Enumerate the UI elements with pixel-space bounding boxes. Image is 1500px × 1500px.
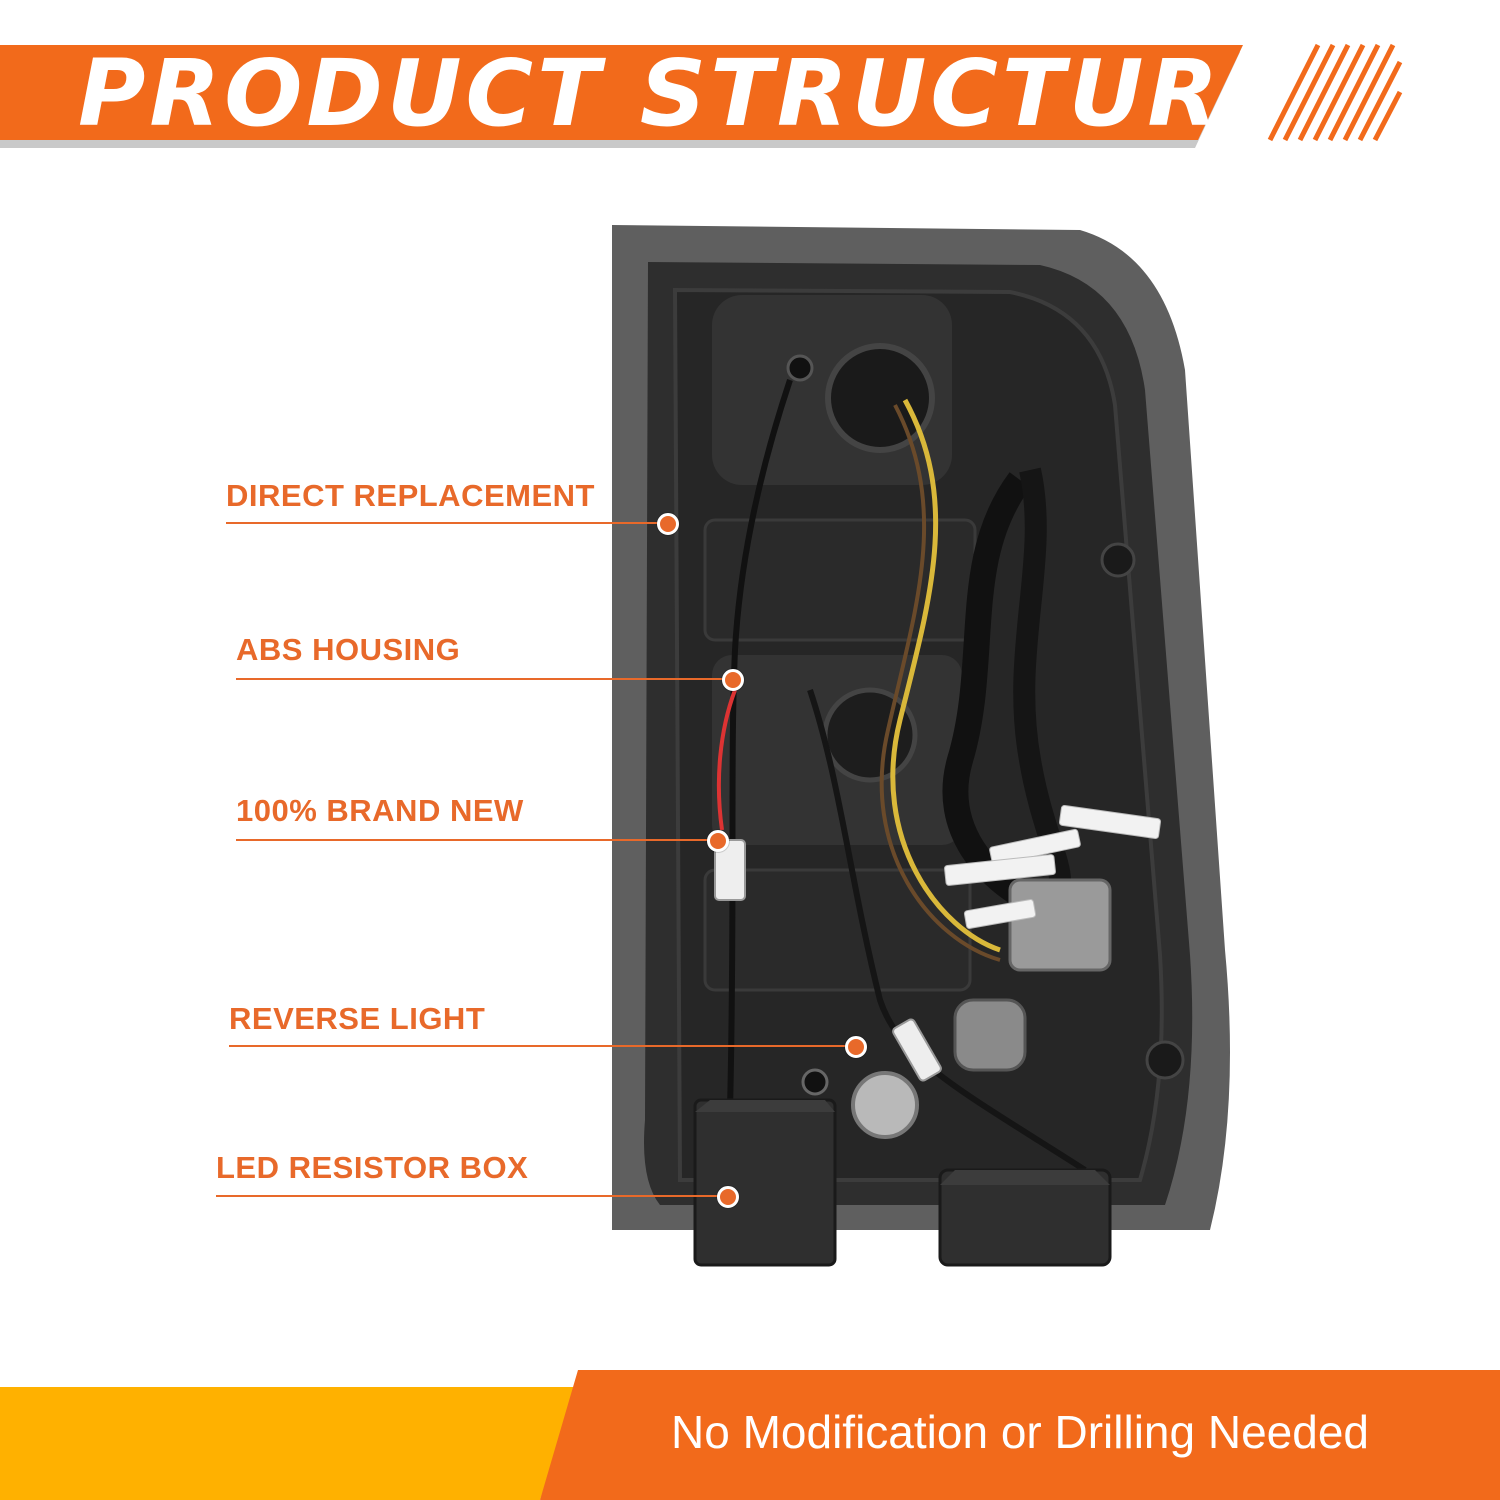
- clip-lower: [1145, 1040, 1185, 1080]
- footer-tagline: No Modification or Drilling Needed: [671, 1406, 1369, 1458]
- wire-yellow: [890, 398, 1001, 953]
- footer-yellow-band: [0, 1387, 578, 1500]
- wire-brown: [879, 404, 1001, 962]
- upper-screw: [786, 354, 814, 382]
- page-title: PRODUCT STRUCTURE: [78, 40, 1290, 147]
- wire-red: [716, 689, 737, 831]
- resistor-box-left: [693, 1098, 837, 1267]
- resistor-box-right-top: [940, 1170, 1110, 1185]
- callout-line-abs-housing: [236, 678, 731, 680]
- callout-dot-led-resistor-box: [717, 1186, 739, 1208]
- reverse-screw: [801, 1068, 829, 1096]
- resistor-box-left-top: [695, 1100, 835, 1112]
- callout-line-reverse-light: [229, 1045, 854, 1047]
- callout-dot-abs-housing: [722, 669, 744, 691]
- footer-banner: [0, 1370, 1500, 1500]
- callout-label-reverse-light: REVERSE LIGHT: [229, 1001, 486, 1036]
- plug-main: [1008, 878, 1112, 972]
- callout-label-led-resistor-box: LED RESISTOR BOX: [216, 1150, 529, 1185]
- header-banner: [0, 43, 1403, 148]
- header-stripes-icon: [1267, 43, 1403, 142]
- brake-socket: [822, 687, 918, 783]
- callout-dot-brand-new: [707, 830, 729, 852]
- clip-upper: [1100, 542, 1136, 578]
- wire-center: [807, 689, 1087, 1173]
- wire-tags: [944, 805, 1162, 929]
- header-band: [0, 45, 1243, 140]
- reverse-socket: [851, 1071, 919, 1139]
- callout-line-led-resistor-box: [216, 1195, 726, 1197]
- callout-dot-direct-replacement: [657, 513, 679, 535]
- turn-panel: [703, 868, 972, 992]
- plug-socket: [953, 998, 1027, 1072]
- callout-line-brand-new: [236, 839, 716, 841]
- callout-dot-reverse-light: [845, 1036, 867, 1058]
- callout-label-abs-housing: ABS HOUSING: [236, 632, 461, 667]
- callout-line-direct-replacement: [226, 522, 666, 524]
- callout-label-direct-replacement: DIRECT REPLACEMENT: [226, 478, 595, 513]
- footer-orange-band: [540, 1370, 1500, 1500]
- connector-reverse: [892, 1018, 942, 1082]
- connector-left: [714, 839, 746, 901]
- upper-socket: [825, 343, 935, 453]
- callout-label-brand-new: 100% BRAND NEW: [236, 793, 524, 828]
